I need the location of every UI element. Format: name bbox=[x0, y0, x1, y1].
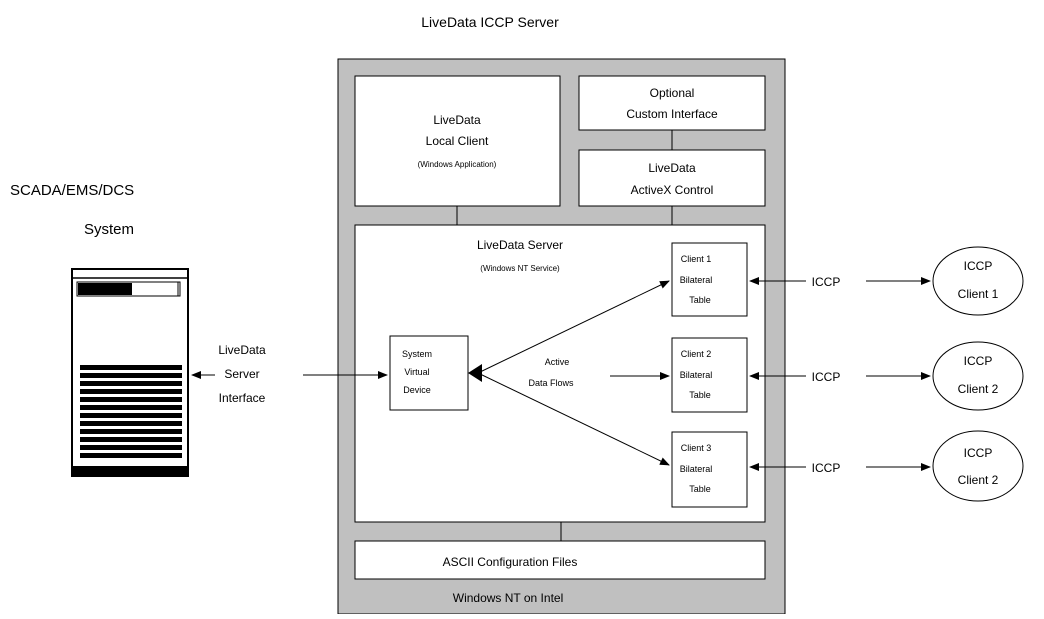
client3-line2: Client 2 bbox=[958, 473, 999, 487]
virtual-device-line2: Virtual bbox=[404, 367, 429, 377]
client1-line1: ICCP bbox=[964, 259, 993, 273]
table3-line3: Table bbox=[689, 484, 711, 494]
optional-line1: Optional bbox=[650, 86, 695, 100]
scada-computer-icon bbox=[71, 268, 189, 477]
activex-box bbox=[578, 149, 766, 207]
bilateral-table-1 bbox=[671, 242, 748, 317]
server-line1: LiveData Server bbox=[477, 238, 563, 252]
iccp-label-3: ICCP bbox=[812, 461, 841, 475]
local-client-box bbox=[354, 75, 561, 207]
optional-line2: Custom Interface bbox=[626, 107, 718, 121]
client3-line1: ICCP bbox=[964, 446, 993, 460]
interface-line2: Server bbox=[224, 367, 259, 381]
server-line2: (Windows NT Service) bbox=[480, 264, 560, 273]
config-files-label: ASCII Configuration Files bbox=[443, 555, 578, 569]
local-client-line2: Local Client bbox=[426, 134, 489, 148]
scada-line2: System bbox=[84, 221, 134, 238]
virtual-device-line1: System bbox=[402, 349, 432, 359]
table1-line2: Bilateral bbox=[680, 275, 713, 285]
virtual-device-line3: Device bbox=[403, 385, 431, 395]
table1-line3: Table bbox=[689, 295, 711, 305]
flow-arrow-table3 bbox=[477, 372, 670, 466]
table2-line3: Table bbox=[689, 390, 711, 400]
flow-origin-arrowhead bbox=[468, 364, 482, 382]
local-client-line3: (Windows Application) bbox=[418, 160, 497, 169]
interface-line1: LiveData bbox=[218, 343, 266, 357]
virtual-device-box bbox=[389, 335, 469, 411]
client2-line1: ICCP bbox=[964, 354, 993, 368]
activex-line2: ActiveX Control bbox=[631, 183, 714, 197]
iccp-label-2: ICCP bbox=[812, 370, 841, 384]
diagram-title: LiveData ICCP Server bbox=[421, 14, 559, 30]
scada-line1: SCADA/EMS/DCS bbox=[10, 182, 134, 199]
client2-line2: Client 2 bbox=[958, 382, 999, 396]
table1-line1: Client 1 bbox=[681, 254, 712, 264]
iccp-client-node-3 bbox=[932, 430, 1024, 502]
config-files-box bbox=[354, 540, 766, 580]
table2-line2: Bilateral bbox=[680, 370, 713, 380]
activex-line1: LiveData bbox=[648, 161, 696, 175]
platform-label: Windows NT on Intel bbox=[453, 591, 564, 605]
bilateral-table-3 bbox=[671, 431, 748, 508]
local-client-line1: LiveData bbox=[433, 113, 481, 127]
flow-arrow-table1 bbox=[477, 280, 670, 374]
interface-line3: Interface bbox=[219, 391, 266, 405]
iccp-client-node-2 bbox=[932, 341, 1024, 411]
table3-line1: Client 3 bbox=[681, 443, 712, 453]
flows-line1: Active bbox=[545, 357, 570, 367]
flows-line2: Data Flows bbox=[528, 378, 574, 388]
client1-line2: Client 1 bbox=[958, 287, 999, 301]
optional-interface-box bbox=[578, 75, 766, 131]
table3-line2: Bilateral bbox=[680, 464, 713, 474]
iccp-label-1: ICCP bbox=[812, 275, 841, 289]
iccp-client-node-1 bbox=[932, 246, 1024, 316]
table2-line1: Client 2 bbox=[681, 349, 712, 359]
bilateral-table-2 bbox=[671, 337, 748, 413]
